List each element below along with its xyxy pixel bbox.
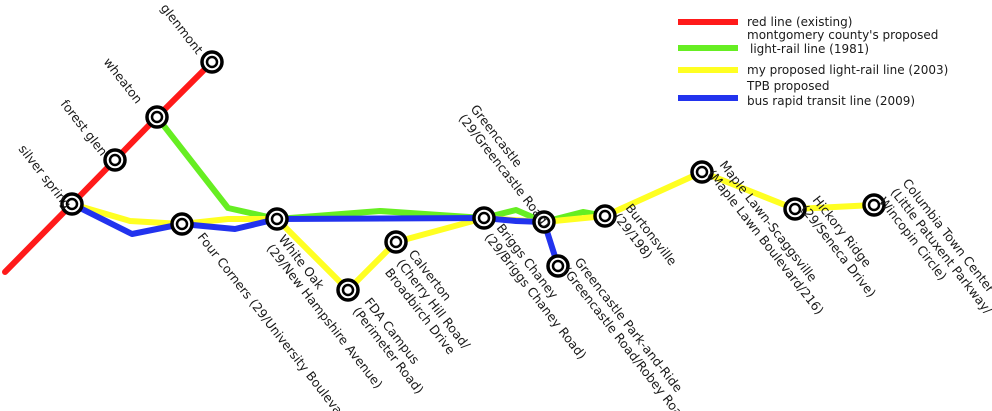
legend-red-label: red line (existing) [747,15,852,29]
station-burtonsville-marker[interactable] [593,204,617,228]
svg-text:Columbia Town Center (Li: Columbia Town Center (Little Patuxent Pa… [876,176,992,330]
station-forest-glen-marker[interactable] [103,148,127,172]
station-hickory-ridge-marker[interactable] [783,197,807,221]
station-columbia-town-center-marker[interactable] [862,193,886,217]
legend-blue-label-1: TPB proposed [746,79,829,93]
label-maple-lawn: Maple Lawn-Scaggsville [717,158,821,285]
label-silver-spring: silver spring [16,142,75,212]
label-glenmont: glenmont [158,1,207,57]
legend-yellow-label: my proposed light-rail line (2003) [747,63,948,77]
svg-text:Burtonsville (29/198): Burtonsville (29/198) [611,201,683,281]
legend-green-label-1: montgomery county's proposed [747,28,938,42]
station-fda-campus-marker[interactable] [336,278,360,302]
legend-green-label-2: light-rail line (1981) [750,42,869,56]
label-wheaton: wheaton [101,55,146,107]
station-white-oak-marker[interactable] [265,207,289,231]
station-maple-lawn-marker[interactable] [690,160,714,184]
station-four-corners-marker[interactable] [170,212,194,236]
legend: red line (existing) montgomery county's … [678,15,948,108]
station-briggs-chaney-marker[interactable] [472,206,496,230]
station-greencastle-marker[interactable] [532,210,556,234]
station-wheaton-marker[interactable] [145,105,169,129]
station-glenmont-marker[interactable] [200,50,224,74]
label-columbia-town-center-sub1: (Little Patuxent Parkway/ [888,185,992,318]
station-silver-spring-marker[interactable] [60,192,84,216]
station-greencastle-park-and-ride-marker[interactable] [546,254,570,278]
station-markers [60,50,886,302]
label-forest-glen: forest glen [58,97,111,159]
label-greencastle-park-and-ride: Greencastle Park-and-Ride [572,255,686,396]
svg-text:Greencastle Park-and-Ride: Greencastle Park-and-Ride (Greencastle R… [560,255,706,411]
station-calverton-marker[interactable] [384,230,408,254]
label-maple-lawn-sub: (Maple Lawn Boulevard/216) [705,167,827,318]
legend-blue-label-2: bus rapid transit line (2009) [747,94,915,108]
label-briggs-chaney-sub: (29/Briggs Chaney Road) [482,230,590,362]
